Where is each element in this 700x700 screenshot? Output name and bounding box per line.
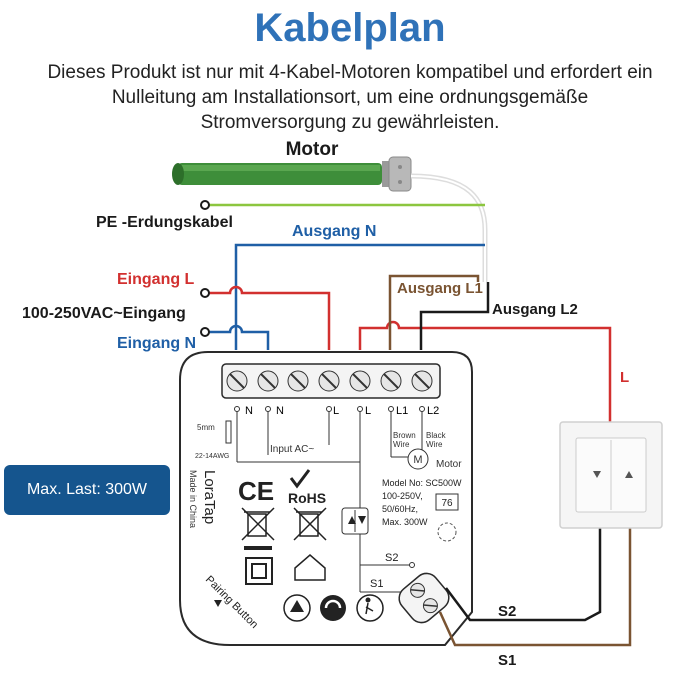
double-insulation-icon (245, 557, 273, 585)
spec-voltage: 100-250V, (382, 491, 423, 501)
motor-label: Motor (286, 139, 339, 160)
spec-frequency: 50/60Hz, (382, 504, 418, 514)
green-dot-icon (320, 595, 346, 621)
pairing-arrow-icon (214, 600, 222, 607)
page-subtitle: Dieses Produkt ist nur mit 4-Kabel-Motor… (47, 62, 653, 133)
spec-model: Model No: SC500W (382, 478, 462, 488)
pe-terminal-dot (200, 200, 210, 210)
l-wire-label: L (620, 369, 629, 386)
brown-wire-label-1: Brown (393, 431, 416, 440)
eingang-n-dot (200, 327, 210, 337)
terminal-label-n1: N (245, 405, 253, 417)
tubular-motor (172, 156, 412, 192)
motor-collar (382, 161, 390, 187)
eingang-l-wire (205, 285, 331, 350)
rohs-mark: RoHS (288, 490, 326, 506)
motor-cable (410, 173, 488, 282)
s-terminal-block (398, 572, 450, 624)
ausgang-l2-wire (419, 282, 490, 350)
ausgang-n-wire (234, 243, 485, 350)
motor-screw (398, 165, 402, 169)
strip-length-label: 5mm (197, 423, 215, 432)
black-wire-label-2: Wire (426, 440, 443, 449)
terminal-label-out-l2: L2 (427, 405, 439, 417)
s1-wire (438, 528, 632, 647)
spec-max-power: Max. 300W (382, 517, 428, 527)
tidy-man-icon (356, 594, 384, 622)
s2-wire-label: S2 (498, 603, 516, 620)
switch-down-arrow-icon (593, 471, 601, 478)
down-arrow-icon (358, 516, 366, 524)
page-title: Kabelplan (254, 6, 446, 50)
brown-wire-label-2: Wire (393, 440, 410, 449)
rohs-check-icon (289, 469, 311, 489)
double-insulation-inner (251, 563, 267, 579)
terminal-label-n2: N (276, 405, 284, 417)
motor-screw (398, 180, 402, 184)
s1-terminal-label: S1 (370, 578, 383, 590)
made-in-label: Made in China (188, 470, 198, 528)
recycle-icon (283, 594, 311, 622)
supply-label: 100-250VAC~Eingang (22, 305, 186, 322)
wire-strip-icon (225, 420, 232, 444)
module-motor-label: Motor (436, 459, 462, 470)
brand-name: LoraTap (201, 470, 218, 524)
awg-label: 22-14AWG (195, 453, 229, 460)
s1-wire-label: S1 (498, 652, 516, 669)
motor-head (388, 156, 412, 192)
ausgang-n-label: Ausgang N (292, 223, 376, 240)
up-arrow-icon (348, 516, 356, 524)
weee-bar-icon (244, 546, 272, 550)
indoor-use-icon (294, 554, 326, 581)
eingang-l-dot (200, 288, 210, 298)
ausgang-l1-label: Ausgang L1 (397, 280, 483, 297)
terminal-label-l2: L (365, 405, 371, 417)
wall-switch (559, 421, 663, 529)
ip-code: 76 (441, 498, 453, 509)
eingang-l-label: Eingang L (117, 271, 195, 288)
motor-end-cap (172, 163, 184, 185)
max-load-badge: Max. Last: 300W (4, 465, 170, 515)
motor-symbol-letter: M (413, 454, 422, 466)
motor-symbol-circle (407, 448, 429, 470)
ce-mark: CE (238, 476, 274, 506)
black-wire-label-1: Black (426, 431, 447, 440)
s2-terminal-label: S2 (385, 552, 398, 564)
terminal-label-out-l1: L1 (396, 405, 408, 417)
motor-tube-highlight (180, 165, 380, 171)
s2-wire (445, 528, 602, 622)
terminal-screws (226, 370, 433, 392)
pairing-led (437, 522, 457, 542)
eingang-n-wire (205, 324, 270, 350)
input-ac-label: Input AC~ (270, 444, 314, 455)
pe-label: PE -Erdungskabel (96, 214, 233, 231)
motor-cable-inner (410, 175, 486, 282)
switch-up-arrow-icon (625, 471, 633, 478)
switch-module: N N L L L1 L2 Input AC~ (179, 351, 473, 646)
ausgang-l1-wire (388, 274, 480, 350)
weee-bin-icon (293, 507, 327, 541)
terminal-label-l1: L (333, 405, 339, 417)
weee-bin-icon (241, 507, 275, 541)
eingang-n-label: Eingang N (117, 335, 196, 352)
l-to-switch-wire (358, 320, 612, 422)
ausgang-l2-label: Ausgang L2 (492, 301, 578, 318)
ip-code-box (435, 493, 459, 511)
